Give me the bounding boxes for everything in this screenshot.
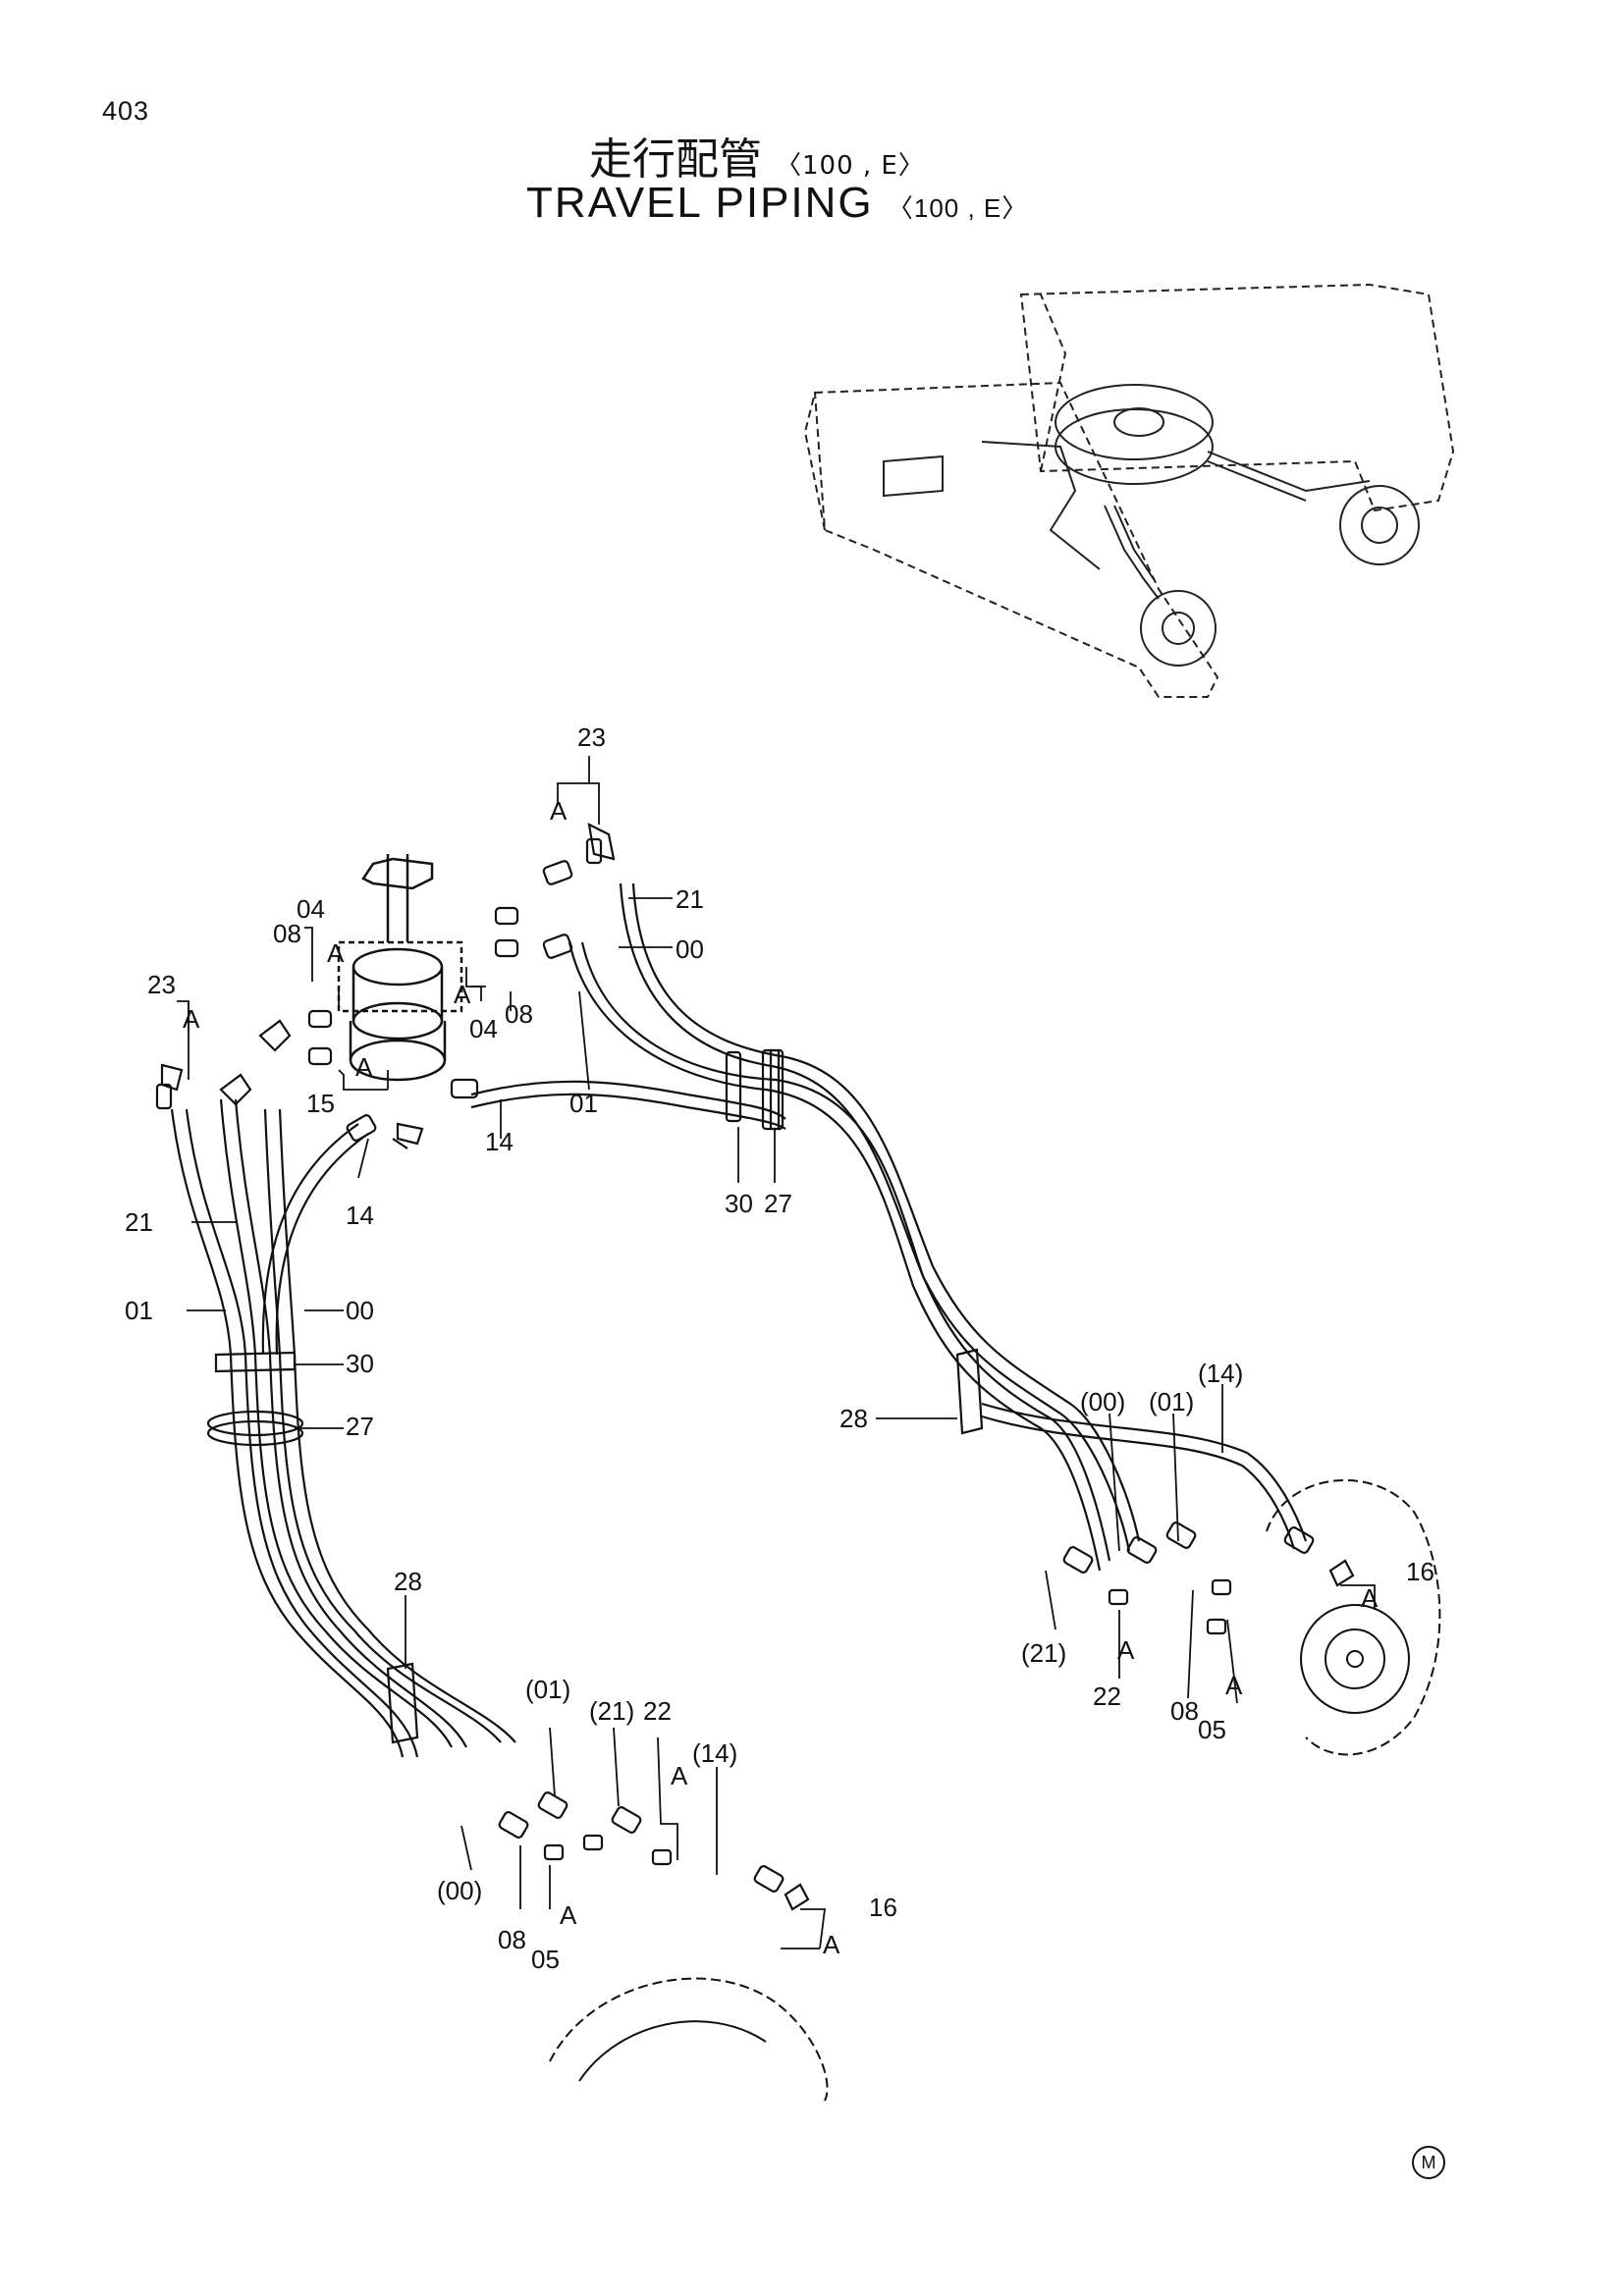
label-28-left: 28 — [394, 1567, 422, 1596]
travel-motor-right — [1266, 1479, 1441, 1756]
label-21-ref-right: (21) — [1021, 1638, 1066, 1668]
label-00-ref-right: (00) — [1080, 1387, 1125, 1416]
title-english-text: TRAVEL PIPING — [526, 179, 874, 227]
title-japanese: 走行配管 〈100 , E〉 — [589, 124, 1178, 187]
part-labels: 23 A 21 00 04 08 A A 08 04 23 A A 15 01 … — [125, 722, 1434, 1974]
page-number: 403 — [102, 96, 150, 126]
title-japanese-variant: 〈100 , E〉 — [776, 151, 925, 181]
label-01-ref-right: (01) — [1149, 1387, 1194, 1416]
label-14-ref-right: (14) — [1198, 1359, 1243, 1388]
label-a-top: A — [550, 796, 568, 826]
label-22-right: 22 — [1093, 1682, 1121, 1711]
label-a-right-05: A — [1225, 1671, 1243, 1700]
label-15: 15 — [306, 1089, 335, 1118]
title-japanese-text: 走行配管 — [589, 134, 762, 185]
manufacturer-mark-icon: M — [1412, 2146, 1445, 2179]
label-a-tee: A — [355, 1052, 373, 1082]
label-00-ref-left: (00) — [437, 1876, 482, 1905]
label-14-left: 14 — [346, 1201, 374, 1230]
label-14-top: 14 — [485, 1127, 514, 1156]
undercarriage-key-drawing — [803, 283, 1455, 698]
label-30-left: 30 — [346, 1349, 374, 1378]
label-16-left: 16 — [869, 1893, 897, 1922]
hose-bundle-right — [470, 882, 1308, 1572]
label-08-left: 08 — [273, 919, 301, 948]
travel-motor-left — [549, 1977, 829, 2102]
label-a-right-motor: A — [1361, 1583, 1379, 1613]
label-08-right: 08 — [505, 999, 533, 1029]
label-a-left: A — [183, 1004, 200, 1034]
label-a-left-05: A — [560, 1900, 577, 1930]
label-14-ref-left: (14) — [692, 1738, 737, 1768]
label-01-ref-left: (01) — [525, 1675, 570, 1704]
hose-bundle-left — [170, 1098, 516, 1758]
center-joint — [337, 854, 463, 1082]
label-a-left-22: A — [671, 1761, 688, 1790]
label-21-ref-left: (21) — [589, 1696, 634, 1726]
label-22-left: 22 — [643, 1696, 672, 1726]
label-23-left: 23 — [147, 970, 176, 999]
label-04-left: 04 — [297, 894, 325, 924]
motor-fittings — [498, 1522, 1355, 1911]
title-english-variant: 〈100 , E〉 — [887, 193, 1029, 223]
label-28-right: 28 — [839, 1404, 868, 1433]
label-16-right: 16 — [1406, 1557, 1434, 1586]
label-05-right: 05 — [1198, 1715, 1226, 1744]
label-a-left-joint: A — [327, 938, 345, 968]
label-a-left-motor: A — [823, 1930, 840, 1959]
label-30-top: 30 — [725, 1189, 753, 1218]
label-00-left: 00 — [346, 1296, 374, 1325]
label-05-left: 05 — [531, 1945, 560, 1974]
label-08-right-motor: 08 — [1170, 1696, 1199, 1726]
label-a-right-22: A — [1117, 1635, 1135, 1665]
label-04-right: 04 — [469, 1014, 498, 1043]
label-01-top: 01 — [569, 1089, 598, 1118]
label-00-top: 00 — [676, 934, 704, 964]
label-01-left: 01 — [125, 1296, 153, 1325]
leader-lines — [177, 756, 1376, 1949]
label-23-top: 23 — [577, 722, 606, 752]
title-english: TRAVEL PIPING 〈100 , E〉 — [526, 179, 1214, 228]
label-27-top: 27 — [764, 1189, 792, 1218]
label-21-left: 21 — [125, 1207, 153, 1237]
label-08-left-motor: 08 — [498, 1925, 526, 1954]
label-27-left: 27 — [346, 1412, 374, 1441]
swivel-fittings — [155, 823, 616, 1149]
label-21-top: 21 — [676, 884, 704, 914]
label-a-right-joint: A — [454, 980, 471, 1009]
hose-clamps — [206, 1048, 984, 1744]
